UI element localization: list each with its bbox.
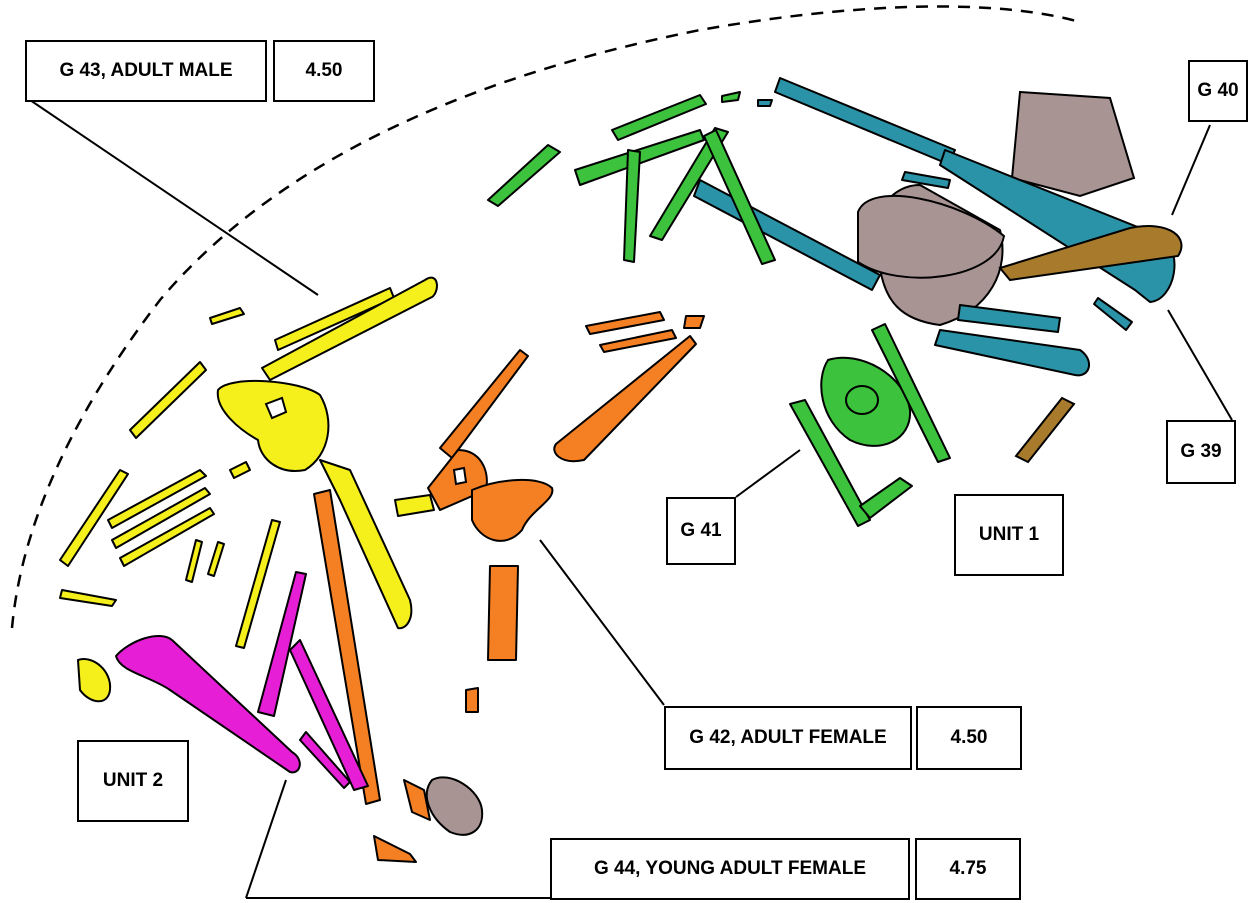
label-g39: G 39 [1166,420,1236,484]
stone-1 [1012,92,1134,196]
skeleton-g42 [314,312,704,862]
g42-pelvis-hole [454,468,466,484]
label-g42-value: 4.50 [916,706,1022,770]
skeleton-g41 [488,92,950,526]
label-g44-value: 4.75 [915,838,1021,900]
label-g44: G 44, YOUNG ADULT FEMALE [550,838,910,900]
label-g41: G 41 [666,497,736,565]
skeleton-g43 [60,278,437,702]
label-g43-value: 4.50 [273,40,375,102]
label-unit-1: UNIT 1 [954,494,1064,576]
label-g42: G 42, ADULT FEMALE [664,706,912,770]
stone-4 [427,777,482,834]
label-unit-2: UNIT 2 [77,740,189,822]
label-g40: G 40 [1188,60,1248,122]
label-g43: G 43, ADULT MALE [25,40,267,102]
g41-skull-hole [846,386,878,414]
